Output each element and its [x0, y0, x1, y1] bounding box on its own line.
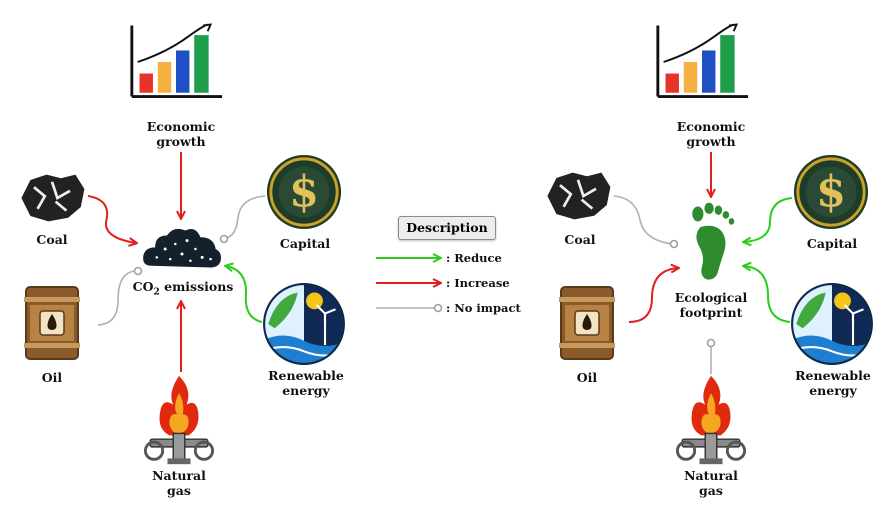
co2-rest: emissions [159, 279, 234, 294]
arrow-oil-increase-right [628, 268, 678, 323]
co2-cloud-icon [143, 228, 221, 268]
line-oil-no-impact [97, 270, 137, 326]
legend-no-impact-end [433, 303, 443, 313]
legend-title: Description [398, 216, 496, 240]
line-capital-no-impact [225, 195, 266, 239]
ecological-footprint-label: Ecological footprint [666, 290, 756, 320]
arrow-coal-increase [87, 195, 136, 243]
right-panel [546, 22, 874, 466]
co2-emissions-label: CO2 emissions [128, 279, 238, 301]
right-renewable-label: Renewable energy [785, 368, 881, 398]
renewable-energy-icon-right [790, 282, 874, 366]
capital-dollar-icon [265, 153, 343, 231]
oil-barrel-icon-right [557, 285, 617, 361]
left-oil-label: Oil [41, 370, 63, 385]
left-renewable-line1: Renewable [268, 368, 344, 383]
left-natural-gas-line1: Natural [152, 468, 206, 483]
left-economic-growth-line2: growth [156, 134, 206, 149]
arrow-capital-reduce-right [744, 197, 793, 242]
right-renewable-line2: energy [809, 383, 857, 398]
legend [376, 258, 443, 313]
left-economic-growth-line1: Economic [146, 119, 216, 134]
right-natural-gas-line1: Natural [684, 468, 738, 483]
right-capital-label: Capital [806, 236, 858, 251]
co2-subscript: 2 [153, 287, 160, 298]
right-renewable-line1: Renewable [795, 368, 871, 383]
ecological-footprint-line1: Ecological [674, 290, 748, 305]
right-economic-growth-line1: Economic [676, 119, 746, 134]
line-coal-no-impact-right [613, 195, 673, 245]
capital-dollar-icon-right [792, 153, 870, 231]
economic-growth-chart-icon-right [656, 22, 750, 99]
gas-no-impact-end-right [706, 338, 716, 348]
coal-no-impact-end-right [669, 239, 679, 249]
legend-reduce-label: : Reduce [446, 251, 502, 265]
left-renewable-label: Renewable energy [258, 368, 354, 398]
arrow-renewable-reduce-right [744, 266, 791, 323]
left-coal-label: Coal [36, 232, 68, 247]
ecological-footprint-line2: footprint [679, 305, 743, 320]
left-capital-label: Capital [279, 236, 331, 251]
legend-no-impact-label: : No impact [446, 301, 521, 315]
right-economic-growth-line2: growth [686, 134, 736, 149]
economic-growth-chart-icon [130, 22, 224, 99]
co2-main: CO [132, 279, 154, 294]
oil-barrel-icon [22, 285, 82, 361]
legend-increase-label: : Increase [446, 276, 510, 290]
left-panel [19, 22, 346, 466]
coal-icon [19, 173, 86, 223]
oil-no-impact-end [133, 266, 143, 276]
left-natural-gas-label: Natural gas [138, 468, 220, 498]
coal-icon-right [546, 171, 612, 221]
right-natural-gas-label: Natural gas [670, 468, 752, 498]
arrow-renewable-reduce [226, 266, 263, 323]
left-renewable-line2: energy [282, 383, 330, 398]
right-coal-label: Coal [564, 232, 596, 247]
capital-no-impact-end [219, 234, 229, 244]
right-oil-label: Oil [576, 370, 598, 385]
renewable-energy-icon [262, 282, 346, 366]
left-economic-growth-label: Economic growth [135, 119, 227, 149]
natural-gas-flame-icon [143, 374, 215, 466]
left-natural-gas-line2: gas [167, 483, 191, 498]
right-natural-gas-line2: gas [699, 483, 723, 498]
natural-gas-flame-icon-right [675, 374, 747, 466]
ecological-footprint-icon [692, 202, 735, 280]
right-economic-growth-label: Economic growth [665, 119, 757, 149]
